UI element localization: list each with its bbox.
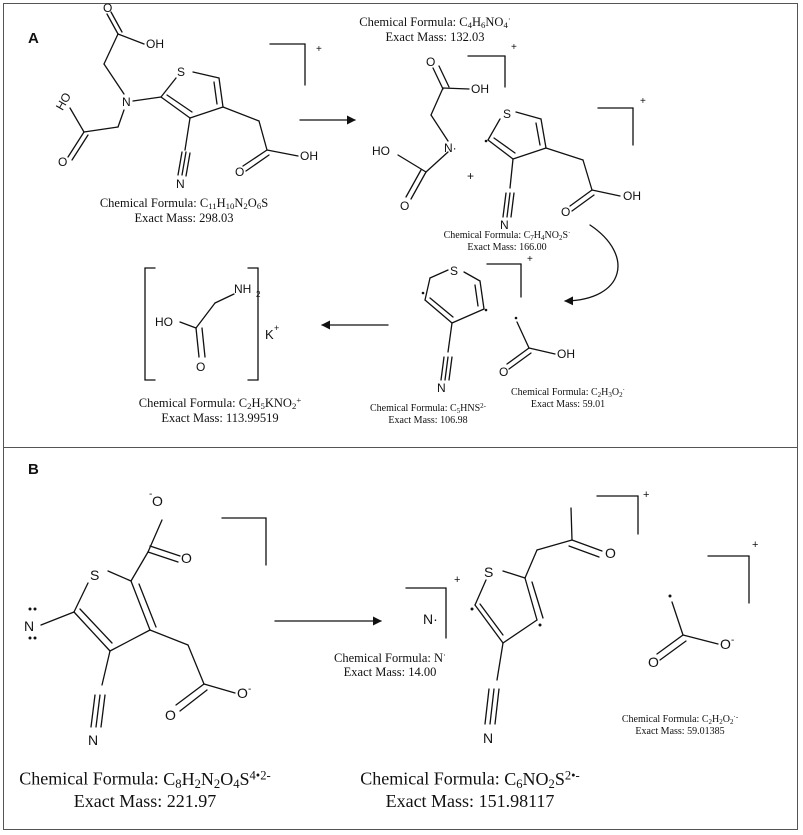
b-product-structure	[474, 507, 603, 725]
a-fragment-structure	[397, 65, 470, 200]
a-bracket-plus-1: +	[316, 44, 322, 55]
a-reactant-s: S	[177, 65, 185, 79]
a-thio-oh: OH	[623, 189, 641, 203]
b-acetate-structure	[656, 601, 719, 661]
b-product-caption: Chemical Formula: C6NO2S2•- Exact Mass: …	[360, 768, 580, 812]
a-reactant-o-top: O	[103, 1, 112, 15]
b-bracket-plus-1: +	[454, 574, 460, 586]
a-glycine-nh-sub: 2	[256, 290, 261, 299]
b-reactant-caption: Chemical Formula: C8H2N2O4S4•2- Exact Ma…	[19, 768, 271, 812]
b-product-o: O	[605, 545, 616, 561]
a-fragment-o: O	[426, 55, 435, 69]
a-reactant-o-left: O	[58, 155, 67, 169]
panel-label-a: A	[28, 30, 39, 47]
a-glycine-caption: Chemical Formula: C2H5KNO2+ Exact Mass: …	[138, 395, 302, 426]
b-reactant-n: N	[24, 618, 34, 634]
a-bracket-plus-4: +	[527, 254, 533, 265]
b-reactant-o-bottom: O	[165, 707, 176, 723]
a-reactant-cyano-n: N	[176, 177, 185, 191]
a-glycine-k-charge: +	[274, 323, 279, 333]
a-plus-sign: +	[467, 169, 474, 183]
b-reactant-o-top: O	[152, 493, 163, 509]
b-n-radical: N·	[423, 611, 438, 627]
a-glycine-o: O	[196, 360, 205, 374]
a-reactant-oh-top: OH	[146, 37, 164, 51]
a-cyanothiophene-caption: Chemical Formula: C5HNS2- Exact Mass: 10…	[369, 402, 487, 426]
radical-dots	[28, 139, 672, 640]
a-fragment-n-radical: N·	[444, 141, 457, 155]
b-acetate-o: O	[648, 654, 659, 670]
figure-frame	[3, 3, 798, 830]
a-reactant-oh-right: OH	[300, 149, 318, 163]
a-acetate-caption: Chemical Formula: C2H3O2· Exact Mass: 59…	[511, 386, 625, 410]
a-thiophene-caption: Chemical Formula: C7H4NO2S· Exact Mass: …	[443, 229, 571, 253]
b-reactant-s: S	[90, 567, 99, 583]
panel-label-b: B	[28, 461, 39, 478]
a-thio-n: N	[500, 218, 509, 232]
b-reactant-structure	[40, 519, 236, 728]
a-reactant-n: N	[122, 95, 131, 109]
b-bracket-plus-2: +	[643, 489, 649, 501]
a-reactant-structure	[67, 11, 299, 177]
b-product-n: N	[483, 730, 493, 746]
a-cyanothio-n: N	[437, 381, 446, 395]
b-reactant-o-top-charge: -	[149, 489, 152, 500]
a-curved-arrow	[564, 224, 619, 306]
b-nitrogen-caption: Chemical Formula: N· Exact Mass: 14.00	[334, 650, 446, 680]
a-charge-brackets	[269, 43, 634, 298]
panel-divider	[3, 447, 798, 448]
b-bracket-plus-3: +	[752, 539, 758, 551]
b-product-s: S	[484, 564, 493, 580]
b-reactant-o-dbl: O	[181, 550, 192, 566]
b-acetate-caption: Chemical Formula: C2H2O2·- Exact Mass: 5…	[621, 713, 739, 737]
a-bracket-plus-2: +	[511, 42, 517, 53]
a-glycine-ho: HO	[155, 315, 173, 329]
a-glycine-k: K	[265, 327, 274, 342]
a-cyano-thiophene-structure	[424, 269, 485, 381]
a-glycine-potassium-structure	[144, 267, 259, 381]
a-thio-s: S	[503, 107, 511, 121]
b-acetate-o-minus-charge: -	[731, 635, 734, 646]
a-fragment-ho: HO	[372, 144, 390, 158]
a-fragment-o-bottom: O	[400, 199, 409, 213]
a-acetate-oh: OH	[557, 347, 575, 361]
a-thio-o: O	[561, 205, 570, 219]
b-reactant-o-minus-charge: -	[248, 684, 251, 695]
b-reactant-cyano-n: N	[88, 732, 98, 748]
a-fragment-caption: Chemical Formula: C4H6NO4· Exact Mass: 1…	[359, 14, 511, 45]
a-acetate-o: O	[499, 365, 508, 379]
a-glycine-nh: NH	[234, 282, 251, 296]
a-fragment-oh: OH	[471, 82, 489, 96]
a-reactant-caption: Chemical Formula: C11H10N2O6S Exact Mass…	[99, 196, 269, 226]
b-reactant-o-minus: O	[237, 685, 248, 701]
a-reactant-o-right: O	[235, 165, 244, 179]
a-acetate-structure	[506, 321, 556, 370]
a-thiophene-fragment-structure	[487, 111, 621, 218]
b-acetate-o-minus: O	[720, 636, 731, 652]
a-cyanothio-s: S	[450, 264, 458, 278]
a-bracket-plus-3: +	[640, 96, 646, 107]
